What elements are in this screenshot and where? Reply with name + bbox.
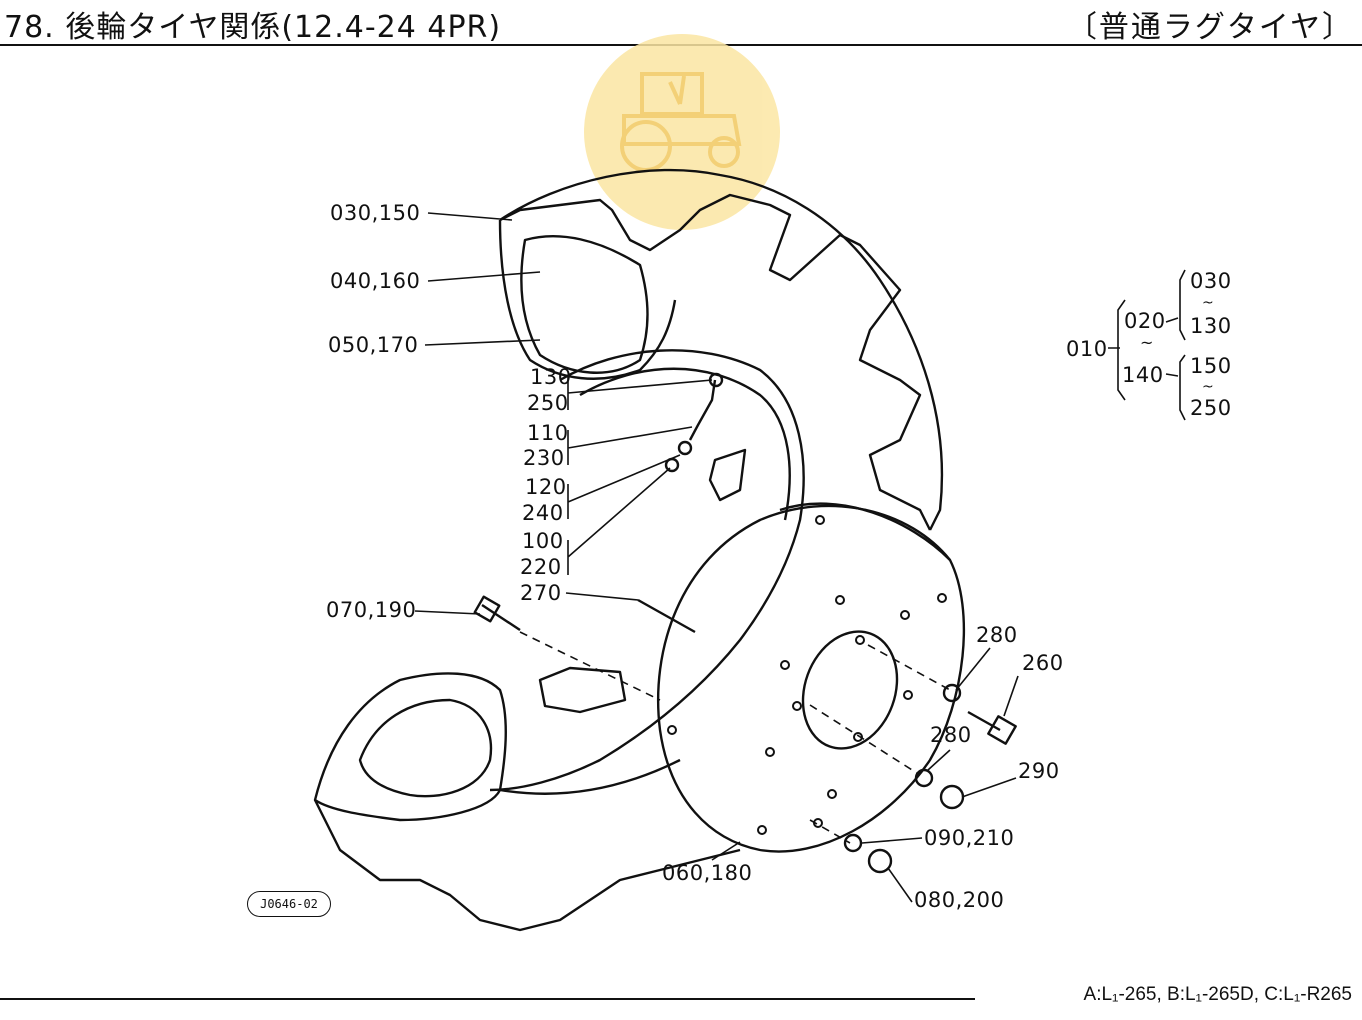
rim-edge (489, 349, 805, 792)
bolt-holes (667, 515, 947, 835)
bolt-260 (967, 710, 1001, 732)
label-230: 230 (523, 446, 565, 470)
label-100: 100 (522, 529, 564, 553)
tree-020: 020 (1124, 309, 1166, 333)
label-280-upper: 280 (976, 623, 1018, 647)
label-270: 270 (520, 581, 562, 605)
nut-290 (939, 784, 965, 810)
label-050-170: 050,170 (328, 333, 419, 357)
valve-stem (688, 379, 717, 441)
label-250: 250 (527, 391, 569, 415)
tree-140: 140 (1122, 363, 1164, 387)
tree-130: 130 (1190, 314, 1232, 338)
label-260: 260 (1022, 651, 1064, 675)
label-040-160: 040,160 (330, 269, 421, 293)
rim-clip-lower (538, 666, 627, 714)
bolt-070 (481, 603, 521, 632)
stud-270 (637, 598, 696, 634)
drawing-reference-code: J0646-02 (247, 891, 331, 917)
label-220: 220 (520, 555, 562, 579)
tree-tilde-3: ~ (1202, 379, 1215, 395)
label-120: 120 (525, 475, 567, 499)
washer-280b (914, 768, 934, 788)
washer-280a (942, 683, 962, 703)
watermark-logo (584, 34, 780, 230)
tree-tilde-2: ~ (1202, 295, 1215, 311)
tree-010: 010 (1066, 337, 1108, 361)
label-130: 130 (530, 365, 572, 389)
leader-lines (414, 212, 1186, 903)
rim-clip-upper (708, 448, 747, 502)
nut-080 (867, 848, 893, 874)
tire-section-lower (313, 672, 507, 822)
page-title: 78. 後輪タイヤ関係(12.4-24 4PR) (4, 10, 502, 45)
tree-tilde-1: ~ (1140, 333, 1154, 352)
tire-section-upper (498, 219, 677, 380)
label-070-190: 070,190 (326, 598, 417, 622)
category-label: 〔普通ラグタイヤ〕 (1066, 10, 1354, 45)
washer-090 (843, 833, 863, 853)
tree-150: 150 (1190, 354, 1232, 378)
label-240: 240 (522, 501, 564, 525)
tire-outline (499, 168, 944, 531)
tree-030: 030 (1190, 269, 1232, 293)
label-060-180: 060,180 (662, 861, 753, 885)
label-290: 290 (1018, 759, 1060, 783)
tree-250: 250 (1190, 396, 1232, 420)
wheel-disc (656, 504, 966, 853)
footer-rule (0, 998, 975, 1000)
label-090-210: 090,210 (924, 826, 1015, 850)
label-110: 110 (527, 421, 569, 445)
model-applicability: A:L₁-265, B:L₁-265D, C:L₁-R265 (1083, 984, 1352, 1005)
label-080-200: 080,200 (914, 888, 1005, 912)
label-280-lower: 280 (930, 723, 972, 747)
label-030-150: 030,150 (330, 201, 421, 225)
hub-hole (801, 630, 899, 750)
